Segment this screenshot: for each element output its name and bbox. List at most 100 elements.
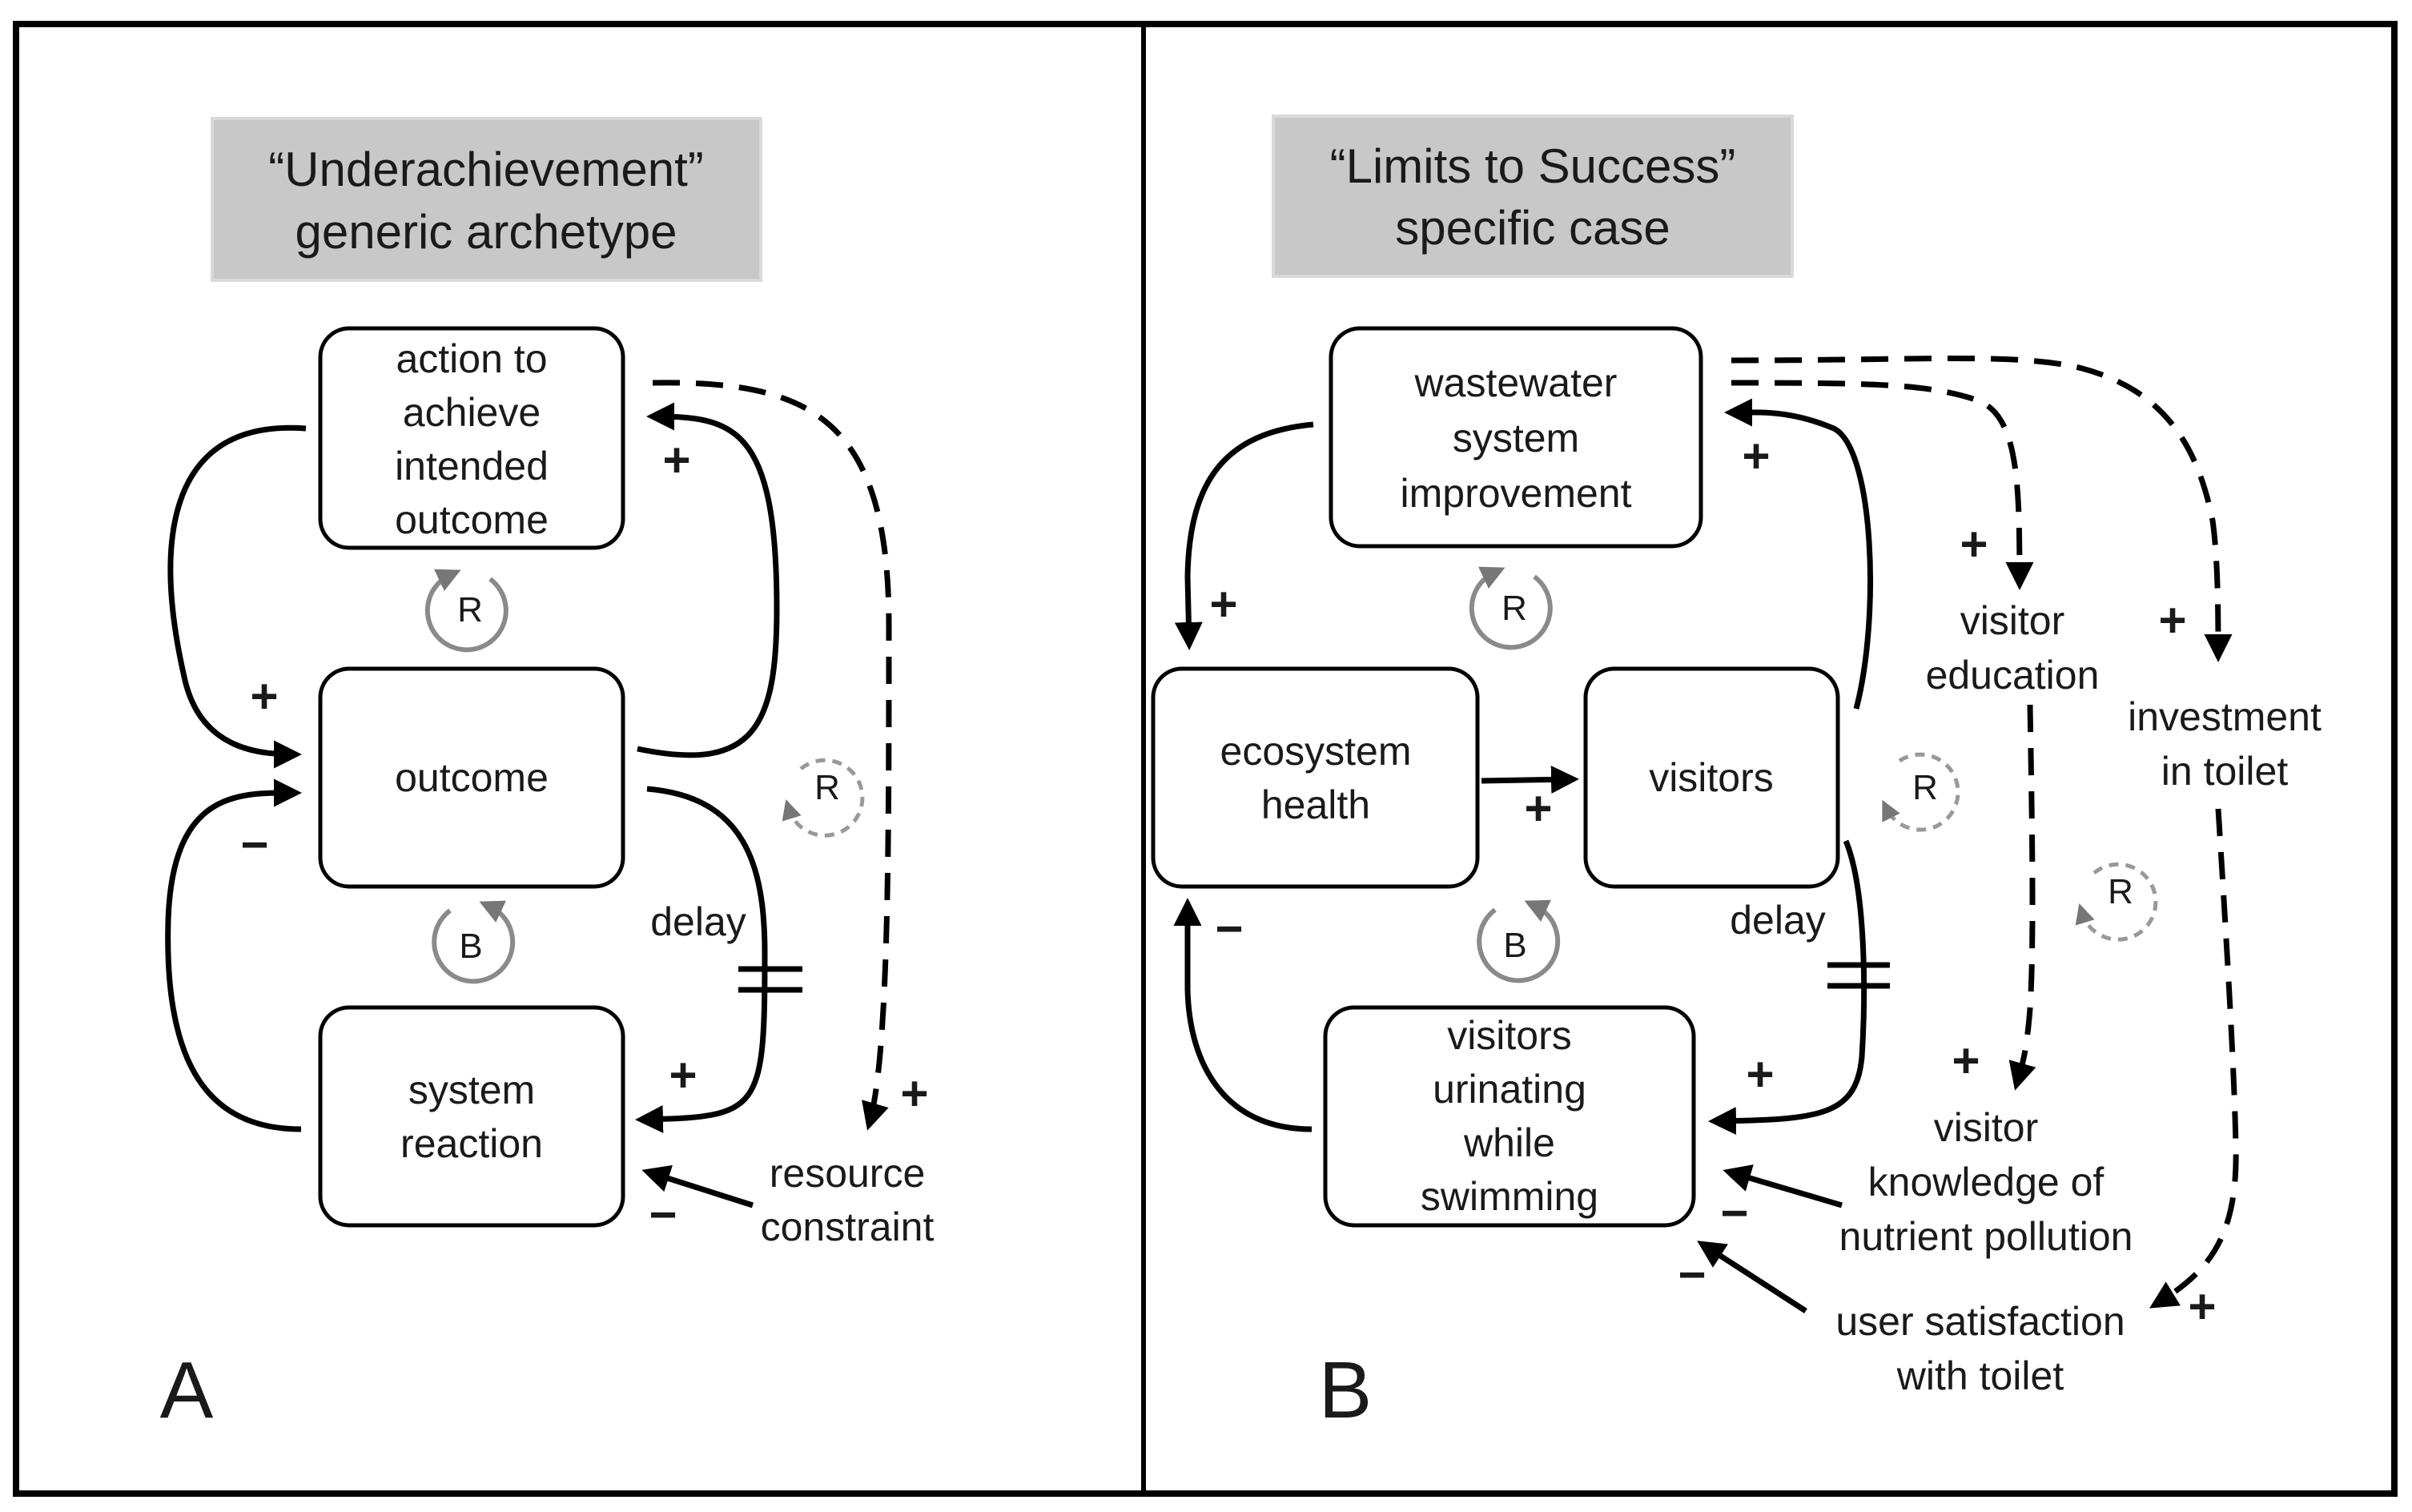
loop-indicator-reinforcing-dashed: R — [2075, 862, 2158, 942]
node-label: while — [1463, 1120, 1555, 1165]
loop-label: R — [2108, 872, 2133, 911]
delay-label: delay — [650, 899, 746, 944]
edge-action-to-constraint — [652, 380, 892, 1131]
loop-indicator-reinforcing-dashed: R — [1882, 752, 1960, 832]
polarity-sign: + — [2158, 593, 2186, 647]
node-action-to-achieve-outcome: action to achieve intended outcome — [318, 326, 625, 550]
polarity-sign: + — [662, 433, 690, 487]
loop-label: R — [814, 768, 840, 807]
polarity-sign: + — [250, 670, 278, 723]
panel-a: “Underachievement” generic archetype act… — [160, 117, 935, 1435]
node-label: health — [1261, 782, 1370, 827]
node-wastewater-system-improvement: wastewater system improvement — [1329, 326, 1703, 549]
node-label: wastewater — [1414, 360, 1618, 405]
node-label: system — [1453, 416, 1579, 460]
panel-a-title-line-1: “Underachievement” — [268, 143, 704, 196]
node-user-satisfaction-with-toilet: user satisfaction with toilet — [1835, 1299, 2125, 1398]
loop-indicator-balancing: B — [432, 900, 516, 984]
polarity-sign: − — [649, 1188, 677, 1241]
loop-indicator-balancing: B — [1477, 899, 1561, 983]
loop-label: R — [1501, 589, 1527, 628]
edge-outcome-to-action — [637, 402, 780, 758]
node-label: education — [1926, 653, 2100, 698]
panel-b-title: “Limits to Success” specific case — [1272, 115, 1794, 278]
node-outcome: outcome — [318, 666, 625, 889]
edge-wastewater-to-education — [1731, 380, 2034, 590]
edge-knowledge-to-urinating — [1723, 1164, 1843, 1208]
panel-b: “Limits to Success” specific case wastew… — [1151, 115, 2322, 1435]
node-visitors-urinating-while-swimming: visitors urinating while swimming — [1323, 1005, 1696, 1228]
edge-satisfaction-to-urinating — [1697, 1241, 1807, 1313]
node-label: action to — [396, 336, 547, 381]
panel-a-title: “Underachievement” generic archetype — [211, 117, 762, 282]
loop-label: B — [1503, 926, 1526, 965]
panel-b-letter: B — [1319, 1345, 1373, 1435]
figure-frame — [13, 21, 2398, 1497]
node-label: swimming — [1421, 1174, 1598, 1219]
loop-label: R — [1912, 768, 1938, 807]
polarity-sign: − — [1215, 902, 1243, 955]
node-label: visitors — [1447, 1013, 1572, 1058]
panel-b-title-line-2: specific case — [1395, 201, 1670, 255]
node-label: investment — [2128, 694, 2322, 739]
polarity-sign: + — [1952, 1034, 1980, 1088]
delay-mark-a: delay — [650, 899, 802, 993]
edge-constraint-to-reaction — [641, 1164, 754, 1208]
node-label: improvement — [1401, 471, 1632, 516]
node-label: visitor — [1934, 1105, 2039, 1150]
edge-investment-to-satisfaction — [2149, 808, 2239, 1309]
polarity-sign: + — [1746, 1048, 1774, 1101]
node-label: in toilet — [2161, 749, 2289, 794]
polarity-sign: + — [2188, 1280, 2216, 1333]
node-ecosystem-health: ecosystem health — [1151, 666, 1480, 889]
edge-action-to-outcome — [167, 424, 307, 769]
loop-indicator-reinforcing: R — [1469, 566, 1553, 650]
node-resource-constraint: resource constraint — [761, 1151, 935, 1249]
loop-indicator-reinforcing-dashed: R — [782, 758, 865, 838]
node-label: achieve — [403, 390, 541, 435]
node-label: visitor — [1960, 598, 2065, 643]
node-label: outcome — [395, 755, 549, 800]
edge-reaction-to-outcome — [165, 778, 302, 1132]
edge-wastewater-to-investment — [1731, 356, 2233, 662]
polarity-sign: + — [1960, 517, 1988, 571]
loop-label: B — [459, 927, 482, 966]
node-visitors: visitors — [1583, 666, 1840, 889]
node-system-reaction: system reaction — [318, 1005, 625, 1228]
node-visitor-knowledge-of-nutrient-pollution: visitor knowledge of nutrient pollution — [1839, 1105, 2133, 1259]
edge-urinating-to-ecosystem — [1173, 898, 1313, 1132]
node-label: user satisfaction — [1835, 1299, 2125, 1344]
polarity-sign: + — [1209, 577, 1237, 631]
node-label: with toilet — [1896, 1353, 2064, 1398]
polarity-sign: − — [1720, 1186, 1748, 1240]
node-label: nutrient pollution — [1839, 1214, 2133, 1259]
panel-a-letter: A — [160, 1345, 214, 1435]
node-investment-in-toilet: investment in toilet — [2128, 694, 2322, 794]
node-label: ecosystem — [1220, 729, 1412, 774]
polarity-sign: − — [240, 818, 268, 871]
edge-education-to-knowledge — [2008, 704, 2036, 1091]
edge-visitors-to-urinating — [1708, 839, 1867, 1136]
node-label: urinating — [1433, 1067, 1586, 1112]
polarity-sign: + — [1742, 429, 1770, 483]
delay-mark-b: delay — [1730, 898, 1890, 989]
polarity-sign: + — [1524, 782, 1552, 835]
delay-label: delay — [1730, 898, 1826, 943]
loop-indicator-reinforcing: R — [424, 569, 509, 653]
loop-label: R — [457, 590, 483, 629]
polarity-sign: − — [1678, 1248, 1706, 1301]
node-label: visitors — [1649, 755, 1774, 800]
node-label: reaction — [400, 1121, 543, 1166]
node-label: constraint — [761, 1204, 935, 1249]
polarity-sign: + — [669, 1048, 697, 1102]
node-label: outcome — [395, 497, 549, 542]
node-label: system — [408, 1068, 535, 1112]
edge-ecosystem-to-visitors — [1481, 765, 1579, 794]
node-label: intended — [395, 444, 549, 489]
polarity-sign: + — [900, 1067, 928, 1120]
panel-a-title-line-2: generic archetype — [295, 205, 677, 259]
edge-outcome-to-reaction — [635, 786, 768, 1133]
node-label: resource — [770, 1151, 926, 1196]
edge-visitors-to-wastewater — [1724, 398, 1874, 710]
